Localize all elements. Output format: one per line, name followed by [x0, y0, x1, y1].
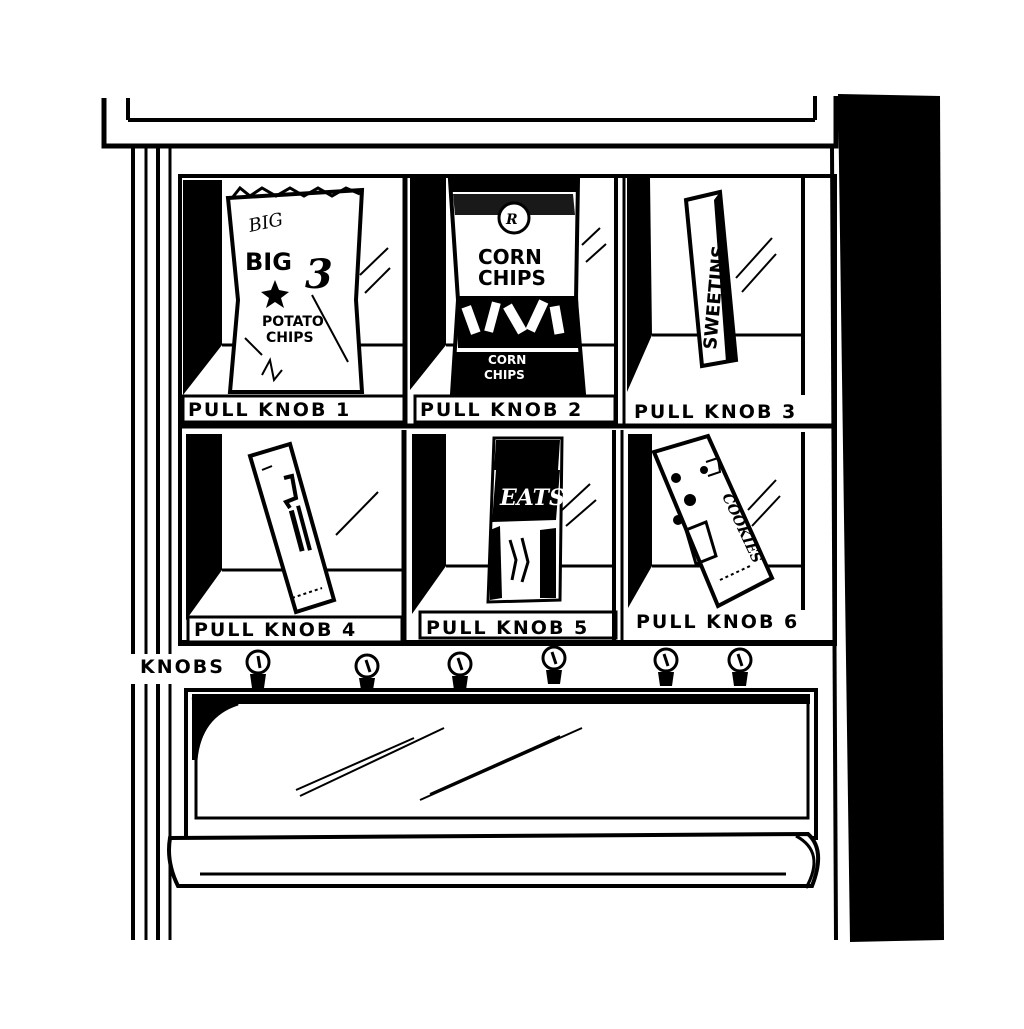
bin-flap[interactable]	[167, 831, 820, 889]
svg-text:CORN: CORN	[478, 245, 542, 269]
potato-chips-bag: BIG BIG 3 POTATO CHIPS	[225, 185, 365, 394]
slot-5-label: PULL KNOB 5	[426, 617, 589, 639]
slot-1[interactable]: BIG BIG 3 POTATO CHIPS PULL KNOB 1	[181, 178, 408, 424]
knob-4[interactable]	[541, 645, 567, 684]
pickup-bin[interactable]	[167, 688, 820, 889]
cookies-pack: COOKIES	[651, 433, 775, 609]
svg-text:POTATO: POTATO	[262, 314, 324, 330]
corn-chips-bag: R CORN CHIPS CORN CHIPS	[447, 178, 587, 396]
svg-text:3: 3	[305, 251, 333, 298]
eats-snack-bar: EATS	[486, 436, 565, 604]
svg-text:CHIPS: CHIPS	[484, 368, 525, 382]
slot-6[interactable]: COOKIES PULL KNOB 6	[628, 432, 805, 633]
svg-text:EATS: EATS	[499, 485, 565, 511]
svg-text:CHIPS: CHIPS	[478, 266, 546, 290]
knob-2[interactable]	[354, 653, 380, 690]
svg-text:CORN: CORN	[488, 353, 526, 367]
machine-side-panel	[838, 94, 944, 942]
machine-left-frame	[131, 147, 838, 941]
svg-text:BIG: BIG	[245, 248, 292, 276]
knob-3[interactable]	[447, 651, 473, 690]
svg-text:R: R	[505, 212, 518, 228]
slot-3-label: PULL KNOB 3	[634, 401, 797, 423]
knob-6[interactable]	[727, 647, 753, 686]
knob-5[interactable]	[653, 647, 679, 686]
slot-1-label: PULL KNOB 1	[188, 399, 351, 421]
knob-1[interactable]	[245, 649, 271, 688]
svg-text:CHIPS: CHIPS	[266, 330, 314, 346]
machine-top-rail	[101, 96, 839, 149]
slot-2[interactable]: R CORN CHIPS CORN CHIPS PULL KNOB 2	[410, 178, 626, 424]
knobs-label: KNOBS	[140, 656, 225, 678]
candy-bar-4	[247, 441, 337, 615]
slot-2-label: PULL KNOB 2	[420, 399, 583, 421]
slot-4[interactable]: PULL KNOB 4	[186, 430, 407, 644]
slot-6-label: PULL KNOB 6	[636, 611, 799, 633]
slot-4-label: PULL KNOB 4	[194, 619, 357, 641]
slot-3[interactable]: SWEETINS PULL KNOB 3	[627, 176, 805, 423]
slot-5[interactable]: EATS PULL KNOB 5	[412, 430, 624, 640]
sweetins-candy-bar: SWEETINS	[683, 189, 739, 369]
